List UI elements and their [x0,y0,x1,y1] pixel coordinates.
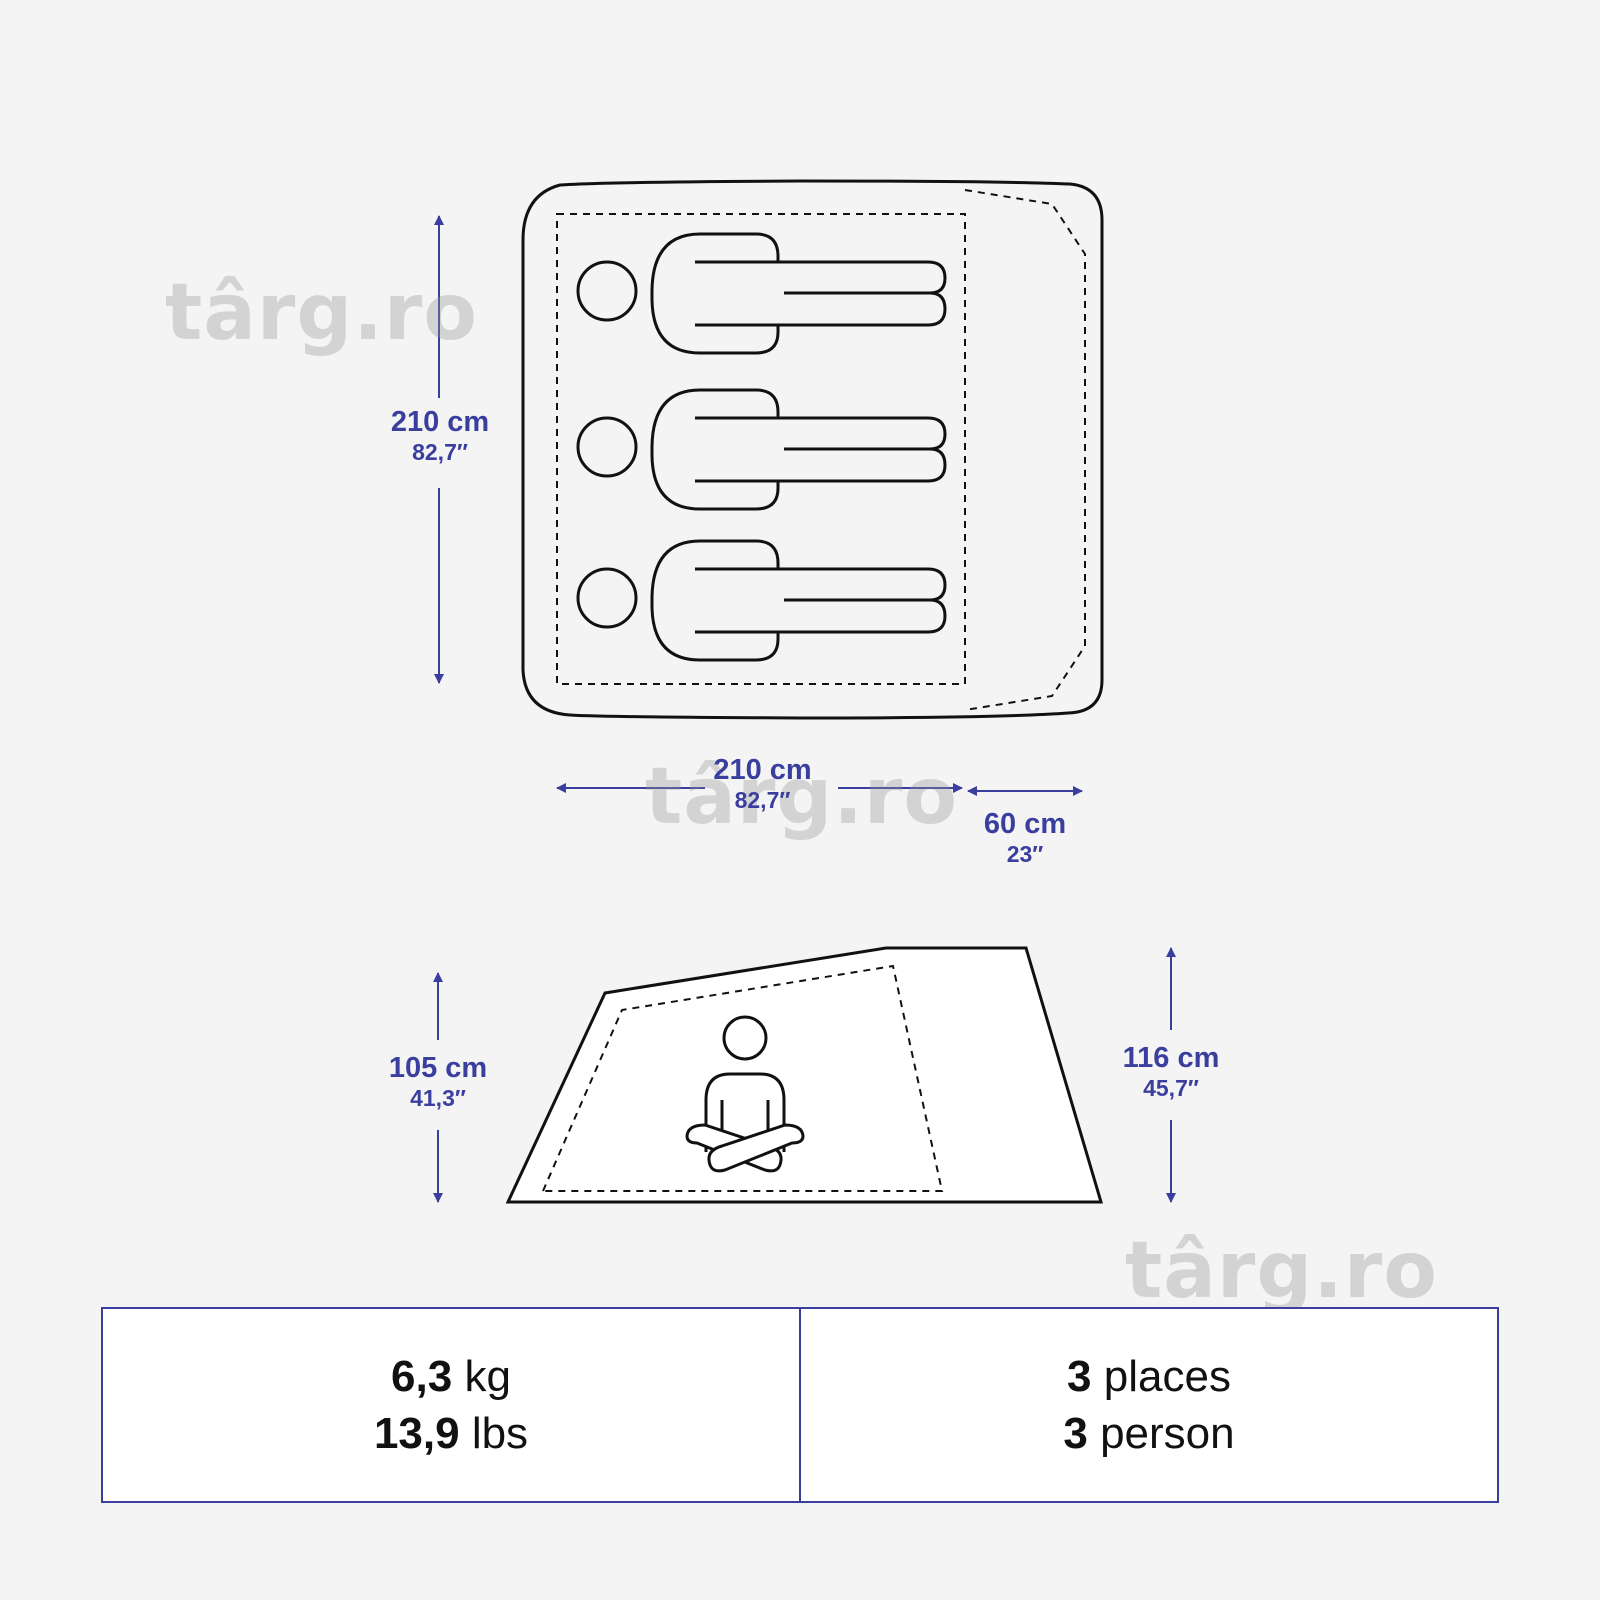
outer-height-label: 116 cm 45,7″ [1096,1042,1246,1102]
capacity-fr: 3 places [1067,1348,1231,1405]
inner-height-in: 41,3″ [410,1085,466,1112]
weight-kg-value: 6,3 [391,1351,453,1401]
vestibule-in: 23″ [1006,841,1044,868]
watermark-2: târg.ro [645,752,958,842]
inner-height-cm: 105 cm [388,1052,488,1084]
inner-tent-outline [556,213,966,685]
weight-lbs-value: 13,9 [373,1409,460,1458]
inner-height-label: 105 cm 41,3″ [363,1052,513,1112]
floor-width-cm: 210 cm [713,754,812,786]
capacity-fr-value: 3 [1067,1351,1092,1401]
outer-height-in: 45,7″ [1143,1075,1199,1102]
outer-height-cm: 116 cm [1122,1042,1220,1074]
capacity-en-unit: person [1100,1409,1235,1458]
tent-side-outline [505,946,1104,1204]
capacity-en: 3 person [1063,1405,1234,1462]
weight-kg-unit: kg [464,1351,511,1401]
side-view [505,946,1104,1204]
capacity-en-value: 3 [1063,1409,1088,1458]
weight-lbs: 13,9 lbs [374,1405,528,1462]
vestibule-outline [964,189,1086,711]
capacity-fr-unit: places [1103,1351,1231,1401]
sleeper-2-icon [576,388,947,511]
watermark-1: târg.ro [165,268,478,358]
vestibule-label: 60 cm 23″ [955,808,1095,868]
weight-kg: 6,3 kg [391,1348,511,1405]
floor-width-label: 210 cm 82,7″ [695,754,830,814]
spec-table: 6,3 kg 13,9 lbs 3 places 3 person [101,1307,1499,1503]
floor-length-cm: 210 cm [390,406,490,438]
top-view [521,179,1104,720]
capacity-cell: 3 places 3 person [799,1309,1497,1501]
sleeper-1-icon [576,232,947,355]
sitting-person-icon [685,1015,805,1173]
inner-tent-side-outline [541,964,944,1192]
weight-lbs-unit: lbs [471,1409,529,1458]
floor-length-label: 210 cm 82,7″ [365,406,515,466]
weight-cell: 6,3 kg 13,9 lbs [103,1309,799,1501]
floor-length-in: 82,7″ [412,439,468,466]
floor-width-in: 82,7″ [734,787,791,814]
watermark-3: târg.ro [1125,1226,1438,1316]
vestibule-cm: 60 cm [983,808,1067,840]
sleeper-3-icon [576,539,947,662]
